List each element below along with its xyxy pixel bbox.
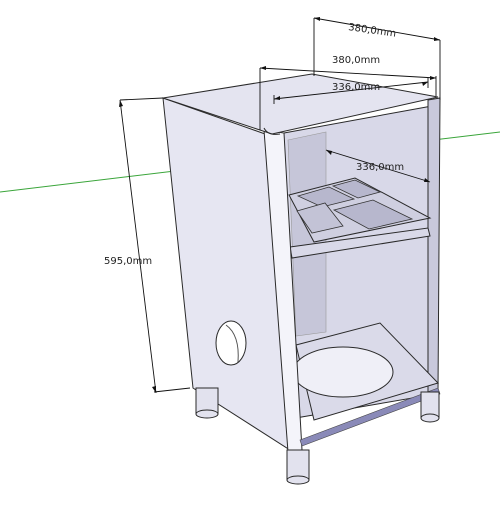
dimension-height: 595,0mm: [104, 97, 191, 394]
bottom-floor-port-hole: [292, 346, 394, 398]
interior-back-shadow: [287, 131, 327, 337]
foot-front-left-base: [286, 475, 310, 485]
dimension-top-inner-width: 336,0mm: [273, 78, 429, 104]
dimension-label: 380,0mm: [332, 55, 380, 66]
cabinet-feet: [195, 387, 440, 485]
cabinet-top-panel: [162, 73, 439, 135]
side-port-depth: [225, 324, 239, 363]
dimension-label: 595,0mm: [104, 256, 152, 267]
grid-cell-2: [331, 179, 382, 199]
cabinet-inner-right-wall: [427, 97, 441, 396]
foot-front-right-base: [420, 413, 440, 423]
side-port-hole: [215, 320, 247, 366]
bottom-front-strip: [299, 387, 441, 447]
dimension-top-depth: 380,0mm: [259, 55, 437, 130]
grid-cell-4: [332, 199, 414, 230]
dimension-label: 336,0mm: [356, 162, 404, 173]
top-panel-rounded-corner: [263, 127, 281, 135]
grid-cell-1: [296, 186, 356, 208]
foot-rear-left-base: [195, 409, 219, 419]
dimension-inner-depth: 336,0mm: [325, 149, 431, 183]
dimension-label: 336,0mm: [332, 82, 380, 93]
dimension-label: 380,0mm: [348, 22, 397, 40]
grid-cell-3: [296, 202, 344, 234]
